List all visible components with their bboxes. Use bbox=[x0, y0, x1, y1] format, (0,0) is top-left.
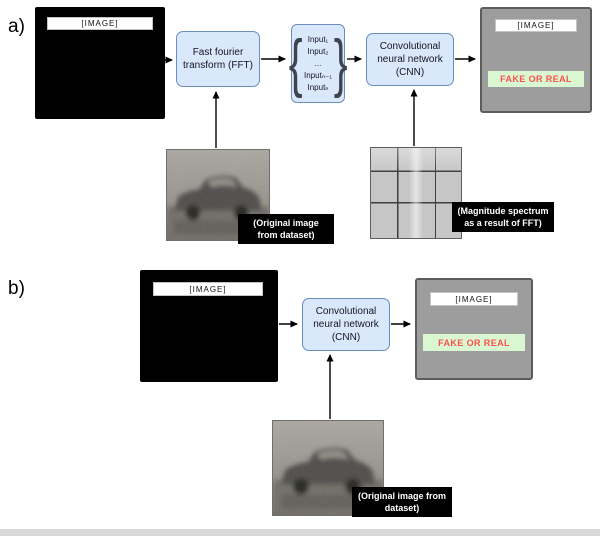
image-label-strip: [IMAGE] bbox=[495, 19, 577, 32]
window-bottom-edge bbox=[0, 529, 600, 536]
input-item: ... bbox=[314, 58, 322, 68]
fake-or-real-text: FAKE OR REAL bbox=[500, 74, 572, 84]
image-label-text: [IMAGE] bbox=[517, 21, 555, 30]
input-item: Inputₙ₋₁ bbox=[304, 70, 332, 80]
fft-node: Fast fourier transform (FFT) bbox=[176, 31, 260, 87]
input-image-placeholder-a: [IMAGE] bbox=[35, 7, 165, 119]
fake-or-real-badge: FAKE OR REAL bbox=[488, 71, 584, 87]
input-item: Inputₙ bbox=[307, 82, 329, 92]
right-brace-glyph: } bbox=[333, 26, 348, 99]
section-b-label: b) bbox=[8, 278, 25, 299]
input-image-placeholder-b: [IMAGE] bbox=[140, 270, 278, 382]
input-item: Input₂ bbox=[307, 46, 329, 56]
cnn-node-a: Convolutional neural network (CNN) bbox=[366, 33, 454, 86]
fft-outputs-node: { Input₁ Input₂ ... Inputₙ₋₁ Inputₙ } bbox=[288, 24, 348, 103]
fake-or-real-text: FAKE OR REAL bbox=[438, 337, 510, 348]
original-image-caption-b: (Original image from dataset) bbox=[352, 487, 452, 518]
original-image-caption-a: (Original image from dataset) bbox=[238, 214, 334, 245]
image-label-text: [IMAGE] bbox=[189, 284, 227, 294]
cnn-node-label: Convolutional neural network (CNN) bbox=[377, 41, 443, 78]
inputs-list: Input₁ Input₂ ... Inputₙ₋₁ Inputₙ bbox=[304, 34, 332, 94]
image-label-text: [IMAGE] bbox=[81, 19, 119, 28]
image-label-strip: [IMAGE] bbox=[153, 282, 263, 296]
spectrum-caption: (Magnitude spectrum as a result of FFT) bbox=[452, 202, 554, 233]
section-a-label: a) bbox=[8, 16, 25, 37]
left-brace-glyph: { bbox=[288, 26, 303, 99]
image-label-strip: [IMAGE] bbox=[430, 292, 518, 306]
image-label-text: [IMAGE] bbox=[455, 294, 493, 304]
magnitude-spectrum-image bbox=[370, 147, 462, 239]
cnn-node-b: Convolutional neural network (CNN) bbox=[302, 298, 390, 351]
image-label-strip: [IMAGE] bbox=[47, 17, 153, 30]
cnn-node-label: Convolutional neural network (CNN) bbox=[313, 306, 379, 343]
output-box-a: [IMAGE] FAKE OR REAL bbox=[480, 7, 592, 113]
fake-or-real-badge: FAKE OR REAL bbox=[423, 334, 525, 351]
input-item: Input₁ bbox=[307, 34, 329, 44]
fft-node-label: Fast fourier transform (FFT) bbox=[183, 47, 253, 71]
output-box-b: [IMAGE] FAKE OR REAL bbox=[415, 278, 533, 380]
